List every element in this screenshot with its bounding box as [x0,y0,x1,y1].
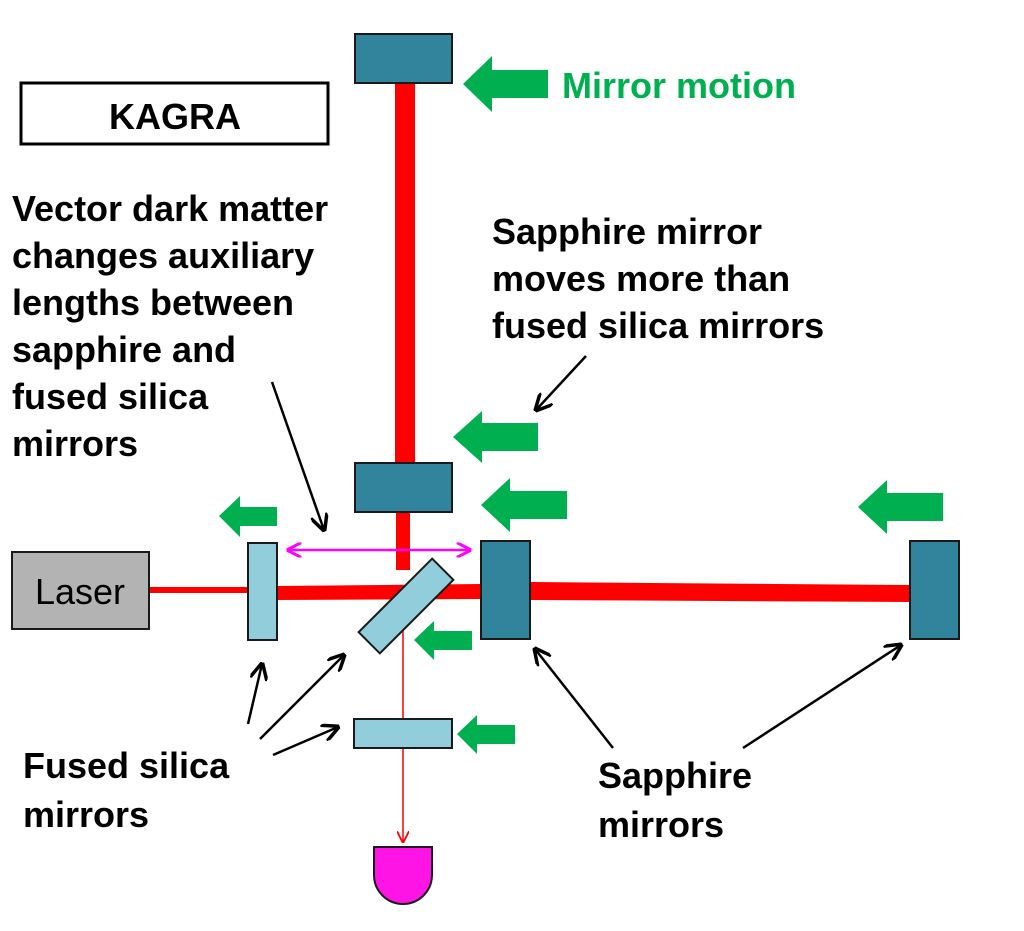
vector-dm-line-4: sapphire and [12,329,236,370]
mirror-motion-arrows [219,56,943,754]
motion-arrow-legend [463,56,548,112]
x-end-sapphire-mirror [909,540,960,640]
laser-beams [148,80,912,842]
arrow-sapphire-to-x-input [535,649,614,749]
signal-recycling-mirror [353,718,453,749]
arrow-fused-to-bs [259,655,344,740]
y-input-to-bs-beam [396,510,410,570]
laser-to-prm-beam [148,587,248,593]
annotation-vector-dm: Vector dark matter changes auxiliary len… [12,188,328,464]
motion-arrow-prm [219,496,277,537]
mirror-motion-legend: Mirror motion [562,65,796,106]
arrow-sapphire-to-x-end [742,645,901,750]
annotation-arrows [246,355,901,757]
motion-arrow-srm [457,715,515,754]
vector-dm-line-1: Vector dark matter [12,188,328,229]
vector-dm-line-2: changes auxiliary [12,235,314,276]
vector-dm-line-5: fused silica [12,376,209,417]
beam-splitter [357,557,455,655]
laser-box [11,551,150,630]
power-recycling-mirror [247,542,278,641]
photodetector [373,846,433,905]
arrow-vector-dm [270,381,324,530]
vector-dm-line-6: mirrors [12,423,138,464]
arrow-fused-to-prm [246,664,262,725]
laser-source: Laser [11,551,150,630]
sapphire-moves-line-2: moves more than [492,258,790,299]
arrow-fused-to-srm [272,727,338,757]
arrow-sapphire-moves [536,355,587,410]
laser-label: Laser [35,571,125,612]
motion-arrow-bs [414,621,472,660]
motion-arrow-y-input [453,411,538,463]
annotation-fused-silica: Fused silica mirrors [23,745,230,835]
x-input-sapphire-mirror [480,540,531,640]
y-end-sapphire-mirror [354,33,453,84]
y-input-sapphire-mirror [354,462,453,513]
fused-silica-line-2: mirrors [23,794,149,835]
annotation-sapphire: Sapphire mirrors [598,755,752,845]
motion-arrow-x-end [858,480,943,534]
fused-silica-line-1: Fused silica [23,745,230,786]
x-arm-beam [530,582,912,602]
motion-arrow-x-input [481,478,567,532]
kagra-box-frame [19,81,330,146]
sapphire-moves-line-1: Sapphire mirror [492,211,762,252]
sapphire-line-1: Sapphire [598,755,752,796]
sapphire-line-2: mirrors [598,804,724,845]
kagra-title: KAGRA [109,96,241,137]
prm-to-x-input-beam [277,584,480,600]
sapphire-moves-line-3: fused silica mirrors [492,305,824,346]
annotation-sapphire-moves: Sapphire mirror moves more than fused si… [492,211,824,346]
kagra-title-box: KAGRA [19,81,330,146]
y-arm-beam [395,80,415,470]
vector-dm-line-3: lengths between [12,282,294,323]
